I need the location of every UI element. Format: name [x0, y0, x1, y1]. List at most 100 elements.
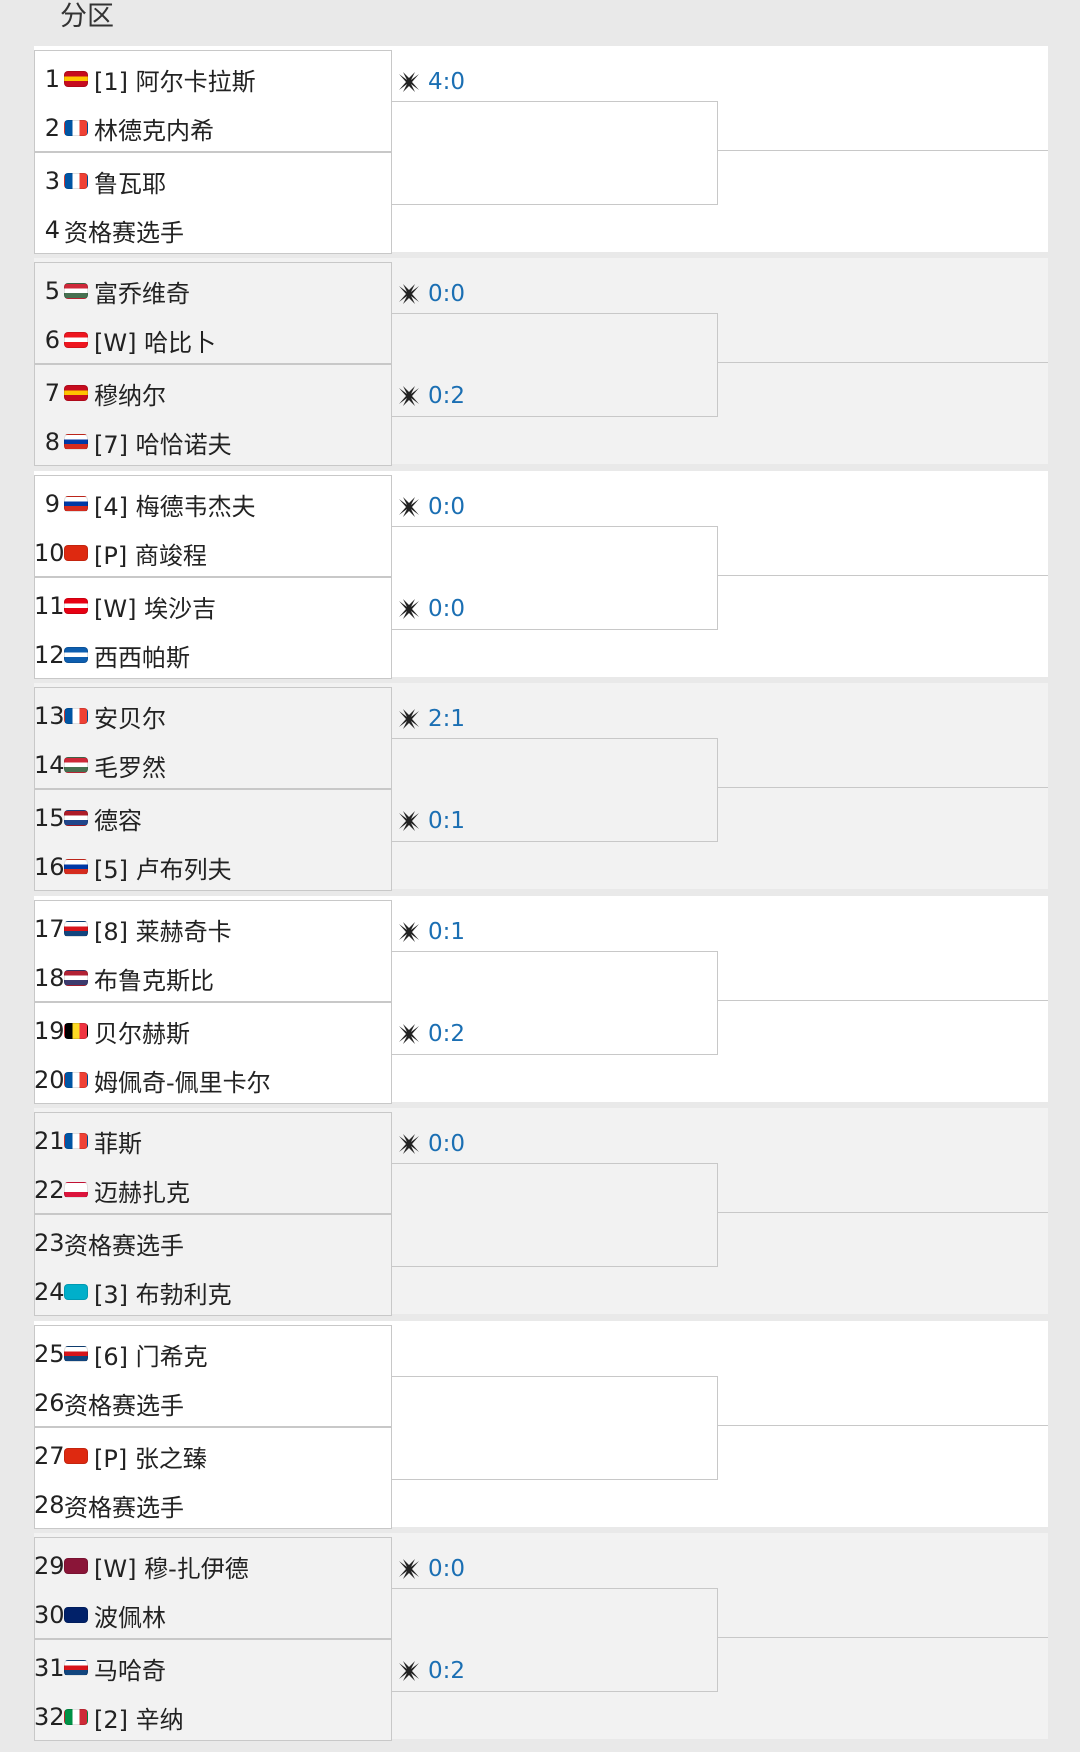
- player-row[interactable]: 1[1] 阿尔卡拉斯: [34, 56, 392, 102]
- player-name: 布鲁克斯比: [94, 966, 214, 995]
- head-to-head-icon: [396, 69, 428, 95]
- draw-position: 17: [34, 915, 65, 943]
- player-row[interactable]: 8[7] 哈恰诺夫: [34, 419, 392, 465]
- head-to-head-icon: [396, 596, 428, 622]
- player-row[interactable]: 32[2] 辛纳: [34, 1694, 392, 1740]
- match-box: [34, 900, 392, 1002]
- score-text: 0:1: [428, 808, 466, 834]
- match-box: [34, 1002, 392, 1104]
- flag-icon: [64, 1660, 88, 1676]
- match-score[interactable]: 0:0: [396, 1553, 465, 1585]
- draw-position: 6: [44, 326, 60, 354]
- flag-icon: [64, 921, 88, 937]
- player-row[interactable]: 24[3] 布勃利克: [34, 1269, 392, 1315]
- flag-icon: [64, 1072, 88, 1088]
- bracket-line: [718, 1425, 1048, 1426]
- player-name: 资格赛选手: [64, 1493, 184, 1522]
- draw-position: 28: [34, 1491, 65, 1519]
- match-box: [34, 364, 392, 466]
- draw-position: 22: [34, 1176, 65, 1204]
- player-name: 波佩林: [94, 1603, 166, 1632]
- draw-position: 4: [44, 216, 60, 244]
- player-name: [4] 梅德韦杰夫: [94, 492, 256, 521]
- match-score[interactable]: 0:0: [396, 1128, 465, 1160]
- match-score[interactable]: 0:1: [396, 805, 465, 837]
- match-score[interactable]: 0:0: [396, 593, 465, 625]
- flag-icon: [64, 1133, 88, 1149]
- player-name: 德容: [94, 806, 142, 835]
- player-row[interactable]: 11[W] 埃沙吉: [34, 583, 392, 629]
- match-box: [34, 1537, 392, 1639]
- match-score[interactable]: 2:1: [396, 703, 465, 735]
- flag-icon: [64, 545, 88, 561]
- flag-icon: [64, 1448, 88, 1464]
- match-score[interactable]: 0:0: [396, 491, 465, 523]
- match-score[interactable]: 0:2: [396, 1018, 465, 1050]
- player-name: 迈赫扎克: [94, 1178, 190, 1207]
- player-row[interactable]: 22 迈赫扎克: [34, 1167, 392, 1213]
- player-name: [1] 阿尔卡拉斯: [94, 67, 256, 96]
- player-row[interactable]: 9[4] 梅德韦杰夫: [34, 481, 392, 527]
- match-score[interactable]: 0:0: [396, 278, 465, 310]
- draw-position: 24: [34, 1278, 65, 1306]
- bracket-connector: [392, 526, 718, 630]
- head-to-head-icon: [396, 1131, 428, 1157]
- player-name: 安贝尔: [94, 704, 166, 733]
- match-box: [34, 152, 392, 254]
- player-name: [W] 埃沙吉: [94, 594, 217, 623]
- player-row[interactable]: 17[8] 莱赫奇卡: [34, 906, 392, 952]
- player-name: 贝尔赫斯: [94, 1019, 190, 1048]
- match-score[interactable]: 0:1: [396, 916, 465, 948]
- bracket-line: [718, 787, 1048, 788]
- player-row[interactable]: 25[6] 门希克: [34, 1331, 392, 1377]
- head-to-head-icon: [396, 808, 428, 834]
- flag-icon: [64, 434, 88, 450]
- flag-icon: [64, 1182, 88, 1198]
- draw-position: 15: [34, 804, 65, 832]
- score-text: 0:0: [428, 281, 466, 307]
- head-to-head-icon: [396, 494, 428, 520]
- player-name: [5] 卢布列夫: [94, 855, 232, 884]
- player-name: 姆佩奇-佩里卡尔: [94, 1068, 271, 1097]
- player-row[interactable]: 27[P] 张之臻: [34, 1433, 392, 1479]
- draw-position: 13: [34, 702, 65, 730]
- player-row[interactable]: 6[W] 哈比卜: [34, 317, 392, 363]
- flag-icon: [64, 1607, 88, 1623]
- flag-icon: [64, 859, 88, 875]
- flag-icon: [64, 708, 88, 724]
- player-row[interactable]: 13 安贝尔: [34, 693, 392, 739]
- match-score[interactable]: 4:0: [396, 66, 465, 98]
- player-row[interactable]: 16[5] 卢布列夫: [34, 844, 392, 890]
- flag-icon: [64, 385, 88, 401]
- player-name: 鲁瓦耶: [94, 169, 166, 198]
- flag-icon: [64, 283, 88, 299]
- player-row[interactable]: 29[W] 穆-扎伊德: [34, 1543, 392, 1589]
- bracket-line: [718, 1000, 1048, 1001]
- flag-icon: [64, 1284, 88, 1300]
- draw-position: 31: [34, 1654, 65, 1682]
- player-row[interactable]: 15 德容: [34, 795, 392, 841]
- match-box: [34, 1214, 392, 1316]
- player-row[interactable]: 10[P] 商竣程: [34, 530, 392, 576]
- bracket-connector: [392, 738, 718, 842]
- match-score[interactable]: 0:2: [396, 1655, 465, 1687]
- match-score[interactable]: 0:2: [396, 380, 465, 412]
